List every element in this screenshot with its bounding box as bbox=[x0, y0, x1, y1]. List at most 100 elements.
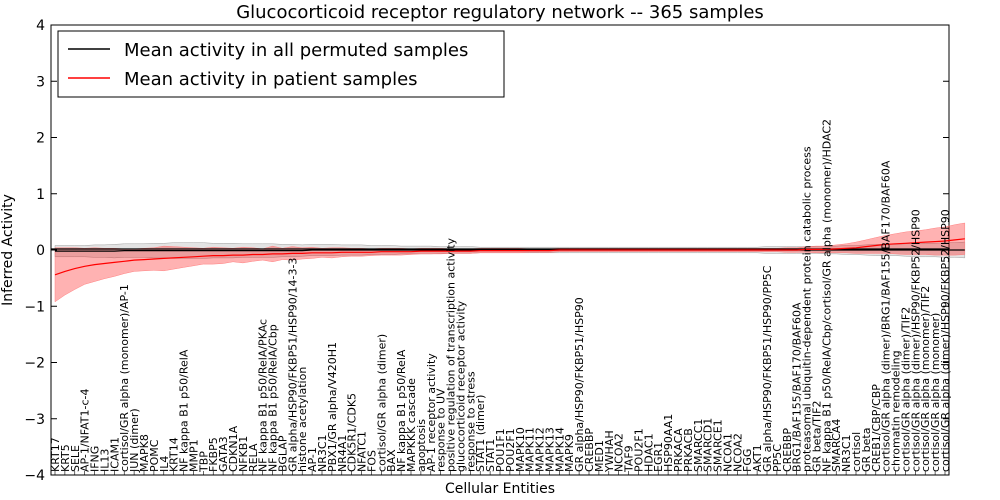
x-tick-label: JUN (dimer) bbox=[128, 408, 141, 473]
x-tick-label: GR alpha/HSP90/FKBP51/HSP90/14-3-3 bbox=[286, 258, 299, 472]
x-tick-label: YWHAH bbox=[603, 430, 616, 473]
x-tick-label: chromatin remodeling bbox=[890, 350, 903, 472]
x-tick-label: cortisol/GR alpha (monomer) bbox=[929, 313, 942, 472]
x-tick-label: PRKACA bbox=[672, 428, 685, 472]
x-tick-label: MAPK11 bbox=[524, 427, 537, 472]
x-tick-label: histone acetylation bbox=[296, 367, 309, 472]
x-tick-label: glucocorticoid receptor activity bbox=[454, 300, 467, 472]
x-tick-label: NR3C1 bbox=[840, 434, 853, 472]
x-tick-label: POU1F1 bbox=[494, 428, 507, 472]
x-tick-label: PRKACB bbox=[682, 428, 695, 472]
x-tick-label: response to UV bbox=[435, 388, 448, 472]
x-tick-label: cortisol/GR alpha (dimer)/HSP90/FKBP52/H… bbox=[939, 209, 952, 472]
x-tick-label: MAPK14 bbox=[553, 427, 566, 472]
x-tick-label: AP-1/NFAT1-c-4 bbox=[79, 389, 92, 473]
x-tick-label: cortisol/GR alpha (dimer) bbox=[375, 334, 388, 472]
x-tick-label: FKBP5 bbox=[207, 437, 220, 472]
x-tick-label: GATA3 bbox=[217, 436, 230, 472]
x-tick-label: STAT1 (dimer) bbox=[474, 395, 487, 472]
x-tick-label: BGLAP bbox=[276, 435, 289, 472]
x-tick-label: MAPK13 bbox=[543, 427, 556, 472]
x-tick-label: IL4 bbox=[158, 456, 171, 472]
legend-box bbox=[57, 30, 505, 98]
x-tick-label: cortisol/GR alpha (dimer)/TIF2 bbox=[899, 307, 912, 472]
x-tick-label: GR alpha/HSP90/FKBP51/HSP90 bbox=[573, 297, 586, 472]
x-tick-label: SELE bbox=[69, 445, 82, 472]
x-tick-label: TAF9 bbox=[623, 445, 636, 473]
x-tick-label: MAPKKK cascade bbox=[405, 378, 418, 472]
x-tick-label: CREBBP bbox=[781, 428, 794, 472]
x-tick-label: MAPK10 bbox=[514, 427, 527, 472]
x-tick-label: MAPK12 bbox=[534, 427, 547, 472]
x-tick-label: PP5C bbox=[771, 444, 784, 472]
band-patient bbox=[54, 222, 966, 303]
x-tick-label: CREBBP bbox=[583, 428, 596, 472]
x-tick-label: SMARCE1 bbox=[712, 419, 725, 472]
x-tick-label: HDAC1 bbox=[642, 433, 655, 472]
x-tick-label: positive regulation of transcription act… bbox=[445, 237, 458, 472]
x-tick-label: AP-1 bbox=[306, 447, 319, 472]
x-tick-label: cortisol/GR alpha (dimer)/HSP90/FKBP52/H… bbox=[909, 209, 922, 472]
x-tick-label: NCOA2 bbox=[731, 433, 744, 472]
y-tick-label: 4 bbox=[36, 18, 45, 34]
x-axis-label: Cellular Entities bbox=[445, 481, 555, 497]
y-tick-label: −2 bbox=[24, 356, 45, 372]
x-tick-label: FOS bbox=[365, 450, 378, 472]
chart-title: Glucocorticoid receptor regulatory netwo… bbox=[236, 2, 764, 23]
x-tick-label: NF kappa B1 p50/RelA/PKAc bbox=[257, 319, 270, 472]
x-tick-label: RELA bbox=[247, 443, 260, 472]
x-tick-label: ICAM1 bbox=[108, 437, 121, 472]
x-tick-label: NCOA1 bbox=[721, 433, 734, 472]
x-tick-label: NFATC1 bbox=[356, 431, 369, 472]
x-tick-label: NF kappa B1 p50/RelA bbox=[395, 349, 408, 472]
y-tick-label: −1 bbox=[24, 299, 45, 315]
line-patient bbox=[54, 238, 965, 276]
x-tick-label: TBP bbox=[197, 451, 210, 473]
x-tick-label: SMARCA4 bbox=[830, 419, 843, 472]
x-tick-label: BAX bbox=[385, 449, 398, 472]
x-tick-label: response to stress bbox=[464, 371, 477, 472]
x-tick-label: PBX1/GR alpha/V420H1 bbox=[326, 342, 339, 472]
x-tick-label: SMARCD1 bbox=[702, 418, 715, 472]
x-tick-label: IFNG bbox=[89, 446, 102, 472]
x-tick-label: cortisol/GR alpha (dimer)/BRG1/BAF155/BA… bbox=[880, 160, 893, 472]
x-tick-label: cortisol bbox=[850, 432, 863, 472]
x-tick-label: CDKN1A bbox=[227, 425, 240, 472]
x-tick-label: KRT17 bbox=[49, 437, 62, 472]
x-tick-label: CDK5R1/CDK5 bbox=[346, 393, 359, 472]
x-tick-label: NR3C1 bbox=[316, 434, 329, 472]
x-tick-label: NF kappa B1 p50/RelA/Cbp bbox=[267, 324, 280, 472]
y-tick-label: −4 bbox=[24, 468, 45, 484]
x-tick-label: AKT1 bbox=[751, 444, 764, 472]
x-tick-label: apoptosis bbox=[415, 419, 428, 472]
legend-label-patient: Mean activity in patient samples bbox=[124, 69, 418, 90]
x-tick-label: BRG1/BAF155/BAF170/BAF60A bbox=[791, 302, 804, 472]
y-tick-label: 0 bbox=[36, 243, 45, 259]
y-tick-label: 2 bbox=[36, 131, 45, 147]
x-tick-label: MAPK9 bbox=[563, 434, 576, 472]
y-tick-label: 1 bbox=[36, 187, 45, 203]
x-tick-label: FGG bbox=[741, 449, 754, 472]
legend: Mean activity in all permuted samples Me… bbox=[57, 30, 505, 98]
x-tick-label: MAPK8 bbox=[138, 434, 151, 472]
plot-area: KRT17KRT5SELEAP-1/NFAT1-c-4IFNGIL13ICAM1… bbox=[24, 18, 966, 484]
x-tick-label: POU2F1 bbox=[632, 428, 645, 472]
x-tick-label: NFKB1 bbox=[237, 436, 250, 472]
x-tick-label: cortisol/GR alpha (monomer)/TIF2 bbox=[919, 286, 932, 472]
x-tick-label: KRT14 bbox=[168, 437, 181, 472]
x-tick-label: MED1 bbox=[593, 440, 606, 472]
y-tick-label: 3 bbox=[36, 74, 45, 90]
x-tick-label: GR alpha/HSP90/FKBP51/HSP90/PP5C bbox=[761, 265, 774, 472]
x-tick-label: CREB1/CBP/CBP bbox=[870, 384, 883, 472]
legend-label-permuted: Mean activity in all permuted samples bbox=[124, 40, 468, 61]
x-tick-label: GR beta/TIF2 bbox=[810, 400, 823, 471]
x-tick-label: IL13 bbox=[98, 449, 111, 472]
y-tick-label: −3 bbox=[24, 412, 45, 428]
x-tick-label: NF kappa B1 p50/RelA/Cbp/cortisol/GR alp… bbox=[820, 119, 833, 472]
x-tick-label: SMARCC1 bbox=[692, 419, 705, 472]
x-tick-label: POU2F1 bbox=[504, 428, 517, 472]
x-tick-label: NF kappa B1 p50/RelA bbox=[178, 349, 191, 472]
x-tick-label: AP-1 receptor activity bbox=[425, 353, 438, 472]
x-tick-label: MMP1 bbox=[187, 439, 200, 472]
